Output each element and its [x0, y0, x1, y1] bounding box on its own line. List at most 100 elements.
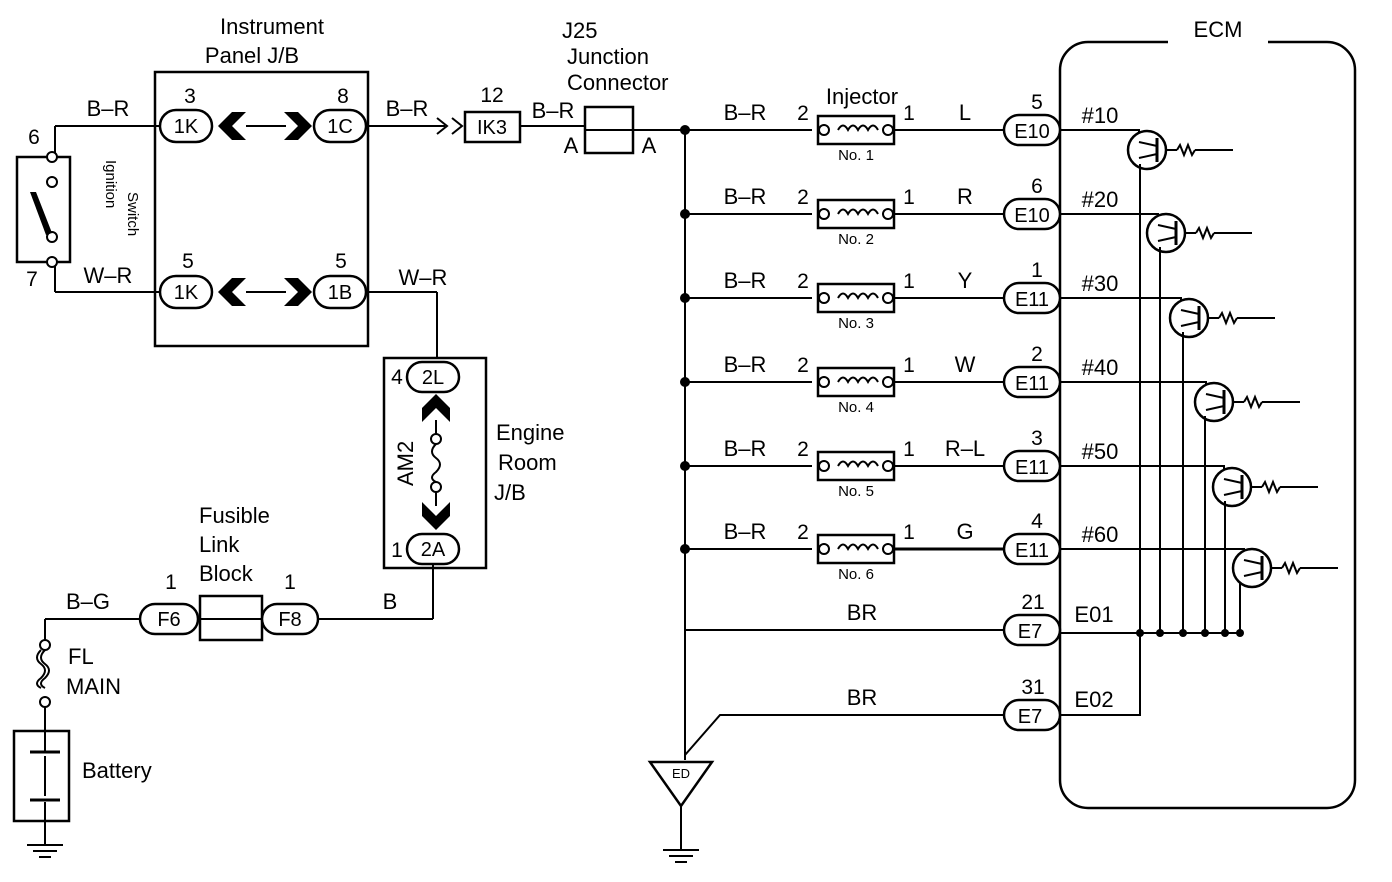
engine-room-title: J/B [494, 480, 526, 505]
pin-number: 7 [26, 268, 38, 291]
wire-label: BR [847, 685, 878, 710]
ecm-pin-label: E02 [1074, 687, 1113, 712]
connector-label: IK3 [477, 117, 507, 139]
connector-label: 2L [422, 367, 444, 389]
arrow-left-icon [218, 278, 246, 306]
connector-1b: 5 1B [312, 250, 368, 310]
pin-number: 21 [1021, 591, 1044, 614]
pin-number: 1 [903, 438, 915, 461]
wire-label: B–R [724, 519, 767, 544]
transistor-icon [1060, 547, 1338, 637]
switch-contact-icon [30, 192, 52, 235]
transistor-icon [1060, 381, 1300, 637]
instrument-panel-title-1: Instrument [220, 14, 324, 39]
connector-label: E10 [1014, 205, 1050, 227]
pin-number: 2 [1031, 343, 1043, 366]
arrow-up-icon [422, 394, 450, 422]
switch-label: Switch [124, 192, 141, 236]
j25-title: J25 [562, 18, 597, 43]
wire-label: B–R [724, 352, 767, 377]
transistor-icon [1060, 129, 1233, 637]
ecm-pin-label: #30 [1082, 271, 1119, 296]
wire-label: W [955, 352, 976, 377]
j25-junction-connector: J25 Junction Connector A A [562, 18, 685, 158]
transistor-icon [1060, 465, 1318, 637]
ecm-pin-label: #10 [1082, 103, 1119, 128]
j25-title: Connector [567, 70, 669, 95]
coil-icon [837, 208, 879, 217]
coil-icon [837, 124, 879, 133]
ecm-unit: ECM [1058, 14, 1357, 810]
pin-number: 1 [903, 521, 915, 544]
ecm-pin-label: E01 [1074, 602, 1113, 627]
pin-number: 2 [797, 270, 809, 293]
bus-and-ground: ED [647, 130, 1005, 863]
connector-label: E11 [1015, 457, 1049, 479]
pin-number: 2 [797, 102, 809, 125]
injector-title: Injector [826, 84, 898, 109]
ecm-connector [1002, 613, 1062, 647]
ecm-title: ECM [1194, 17, 1243, 42]
pin-number: 3 [184, 85, 196, 108]
j25-title: Junction [567, 44, 649, 69]
injector-name: No. 5 [838, 483, 874, 500]
connector-label: E7 [1018, 706, 1042, 728]
wire-label: R [957, 184, 973, 209]
w-r-wire: W–R [366, 265, 447, 362]
pin-number: 8 [337, 85, 349, 108]
pin-number: 31 [1021, 676, 1044, 699]
pin-number: 5 [1031, 91, 1043, 114]
pin-number: 2 [797, 521, 809, 544]
connector-label: E10 [1014, 121, 1050, 143]
pin-number: 5 [335, 250, 347, 273]
arrow-right-icon [284, 112, 312, 140]
connector-label: 2A [421, 539, 446, 561]
injector-name: No. 2 [838, 231, 874, 248]
engine-room-jb: Engine Room J/B 4 2L AM2 1 2A [382, 356, 565, 570]
wire-label: Y [958, 268, 973, 293]
pin-number: 1 [1031, 259, 1043, 282]
wire-label: B–G [66, 589, 110, 614]
wire-label: B [383, 589, 398, 614]
pin-number: 2 [797, 354, 809, 377]
connector-label: E11 [1015, 373, 1049, 395]
am2-fuse-label: AM2 [393, 441, 418, 486]
instrument-panel-title-2: Panel J/B [205, 43, 299, 68]
ground-label: ED [672, 766, 690, 781]
pin-number: 3 [1031, 427, 1043, 450]
wire-label: B–R [87, 96, 130, 121]
arrow-right-icon [284, 278, 312, 306]
wire-label: B–R [724, 100, 767, 125]
wire-label: B–R [724, 184, 767, 209]
connector-label: 1K [174, 282, 199, 304]
connector-label: 1K [174, 116, 199, 138]
wire-label: R–L [945, 436, 985, 461]
ik3-wire: B–R IK3 12 B–R [366, 84, 585, 144]
ecm-pin-label: #50 [1082, 439, 1119, 464]
ignition-switch: 6 7 Ignition Switch B–R W–R [15, 96, 160, 293]
wire-label: W–R [84, 263, 133, 288]
connector-label: F8 [278, 609, 301, 631]
ecm-pin-label: #60 [1082, 522, 1119, 547]
wire-label: BR [847, 600, 878, 625]
pin-number: 4 [391, 366, 403, 389]
pin-number: 2 [797, 186, 809, 209]
connector-label: E7 [1018, 621, 1042, 643]
connector-label: F6 [157, 609, 180, 631]
pin-letter: A [564, 133, 579, 158]
battery-label: Battery [82, 758, 152, 783]
wire-label: W–R [399, 265, 448, 290]
wire-label: B–R [386, 96, 429, 121]
connector-1c: 8 1C [312, 85, 368, 144]
engine-room-title: Engine [496, 420, 565, 445]
transistor-icon [1060, 212, 1252, 637]
ignition-label: Ignition [102, 160, 119, 208]
pin-number: 6 [28, 126, 40, 149]
connector-label: 1C [327, 116, 353, 138]
pin-number: 1 [165, 571, 177, 594]
